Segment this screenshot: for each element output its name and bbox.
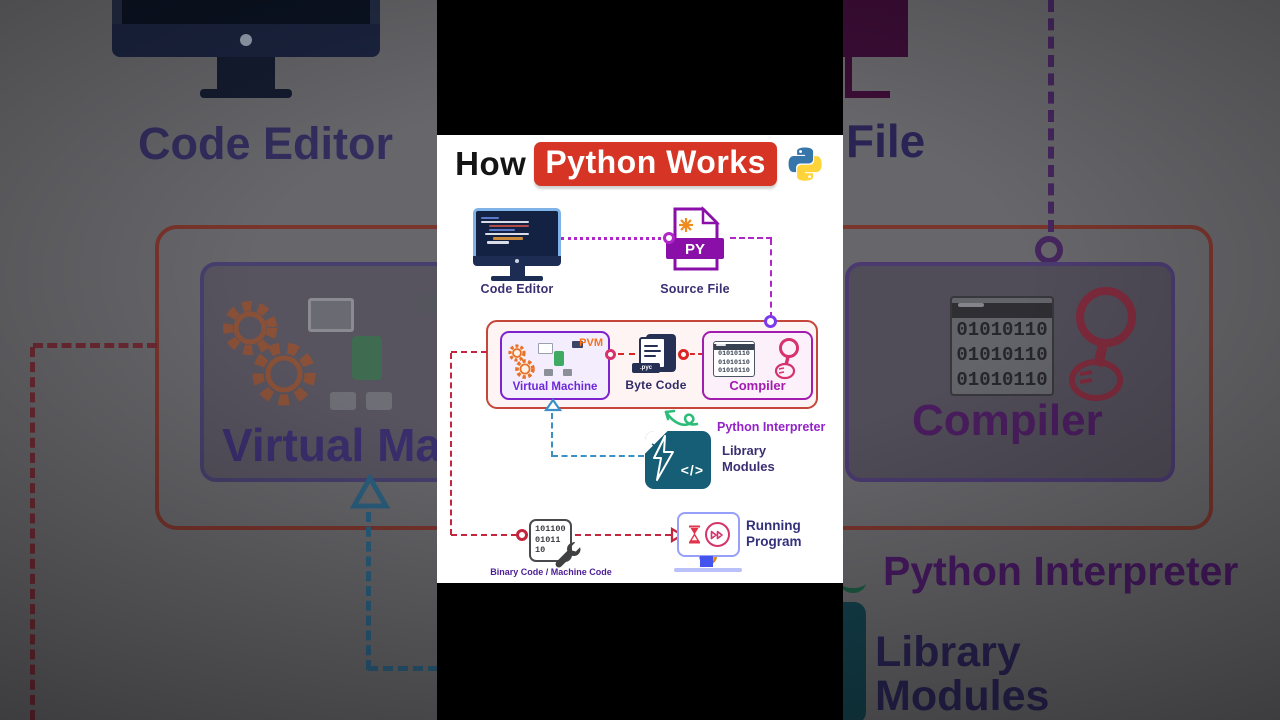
bg-code-editor-monitor-icon (112, 0, 380, 98)
bg-library-label: Library (875, 628, 1021, 676)
connector-blue-down (551, 413, 553, 457)
bg-py-file-outline-fragment (845, 57, 890, 98)
virtual-machine-node: PVM Virtual Machine (500, 331, 610, 400)
infographic-panel: How Python Works (437, 135, 843, 583)
running-program-label: Running Program (746, 518, 802, 550)
connector-vm-bytecode (618, 353, 635, 355)
connector-binary-running (575, 534, 671, 536)
pyc-badge: .pyc (632, 363, 660, 373)
fast-forward-icon (704, 522, 730, 547)
bg-file-label: File (846, 115, 926, 167)
connector-bigbox-left (451, 351, 487, 353)
bg-python-interpreter-label: Python Interpreter (883, 548, 1239, 594)
virtual-machine-label: Virtual Machine (512, 381, 598, 393)
wrench-icon (555, 542, 581, 568)
compiler-node: 01010110 01010110 01010110 Compiler (702, 331, 813, 400)
title-highlight: Python Works (534, 142, 777, 186)
connector-file-right (730, 237, 772, 239)
svg-text:PY: PY (685, 241, 705, 258)
compiler-label: Compiler (729, 378, 786, 393)
code-editor-label: Code Editor (480, 282, 554, 296)
bg-py-banner-fragment (843, 0, 908, 57)
gears-icon (508, 344, 535, 379)
bg-green-arrow-fragment (840, 572, 866, 593)
running-program-icon (677, 512, 740, 557)
bg-red-dash-horizontal (33, 343, 157, 348)
byte-code-label: Byte Code (625, 378, 687, 392)
blue-arrowhead-icon (544, 398, 562, 412)
connector-red-bottom (451, 534, 517, 536)
connector-ring-binary (516, 529, 528, 541)
starburst-icon (679, 218, 693, 232)
connector-editor-to-file (561, 237, 661, 240)
binary-code-icon: 101100 01011 10 (529, 519, 581, 568)
lightning-icon (651, 435, 674, 481)
library-modules-label: Library Modules (722, 443, 775, 474)
bg-blue-dash-vertical (366, 512, 371, 670)
bg-modules-label: Modules (875, 672, 1050, 720)
hourglass-icon (688, 525, 700, 544)
connector-ring-bytecode (678, 349, 689, 360)
bg-compiler-label: Compiler (912, 396, 1103, 445)
bg-magnifier-hand-icon (1069, 287, 1136, 401)
connector-ring-vm (605, 349, 616, 360)
interpreter-box: PVM Virtual Machine .pyc Byte Code (486, 320, 818, 409)
connector-file-down (770, 239, 772, 318)
bg-binary-document-icon: 01010110 01010110 01010110 (950, 296, 1054, 396)
title: How Python Works (437, 142, 843, 186)
bg-blue-dash-horizontal (368, 666, 438, 671)
bg-blue-arrowhead-icon (350, 474, 390, 509)
source-file-label: Source File (660, 282, 730, 296)
bg-purple-ring (1035, 236, 1063, 264)
code-editor-icon (473, 208, 561, 281)
title-prefix: How (455, 145, 527, 182)
binary-code-label: Binary Code / Machine Code (490, 567, 612, 577)
connector-ring-bigbox-top (764, 315, 777, 328)
python-logo-icon (788, 147, 822, 181)
bg-red-dash-vertical (30, 347, 35, 720)
bg-purple-dash-vertical (1048, 0, 1054, 232)
magnifier-hand-icon (774, 338, 799, 380)
monitor-stand (700, 556, 713, 567)
byte-code-icon: .pyc (632, 334, 678, 376)
video-content-column: How Python Works (437, 0, 843, 720)
python-interpreter-label: Python Interpreter (717, 420, 826, 434)
connector-red-down (450, 353, 452, 535)
connector-ring-file (663, 232, 675, 244)
pvm-tag: PVM (579, 337, 603, 349)
connector-blue-right (552, 455, 644, 457)
code-symbol: </> (680, 462, 704, 478)
bg-code-editor-label: Code Editor (138, 118, 393, 169)
binary-document-icon: 01010110 01010110 01010110 (713, 341, 755, 377)
library-modules-icon: </> (645, 431, 711, 489)
monitor-base (674, 568, 742, 572)
